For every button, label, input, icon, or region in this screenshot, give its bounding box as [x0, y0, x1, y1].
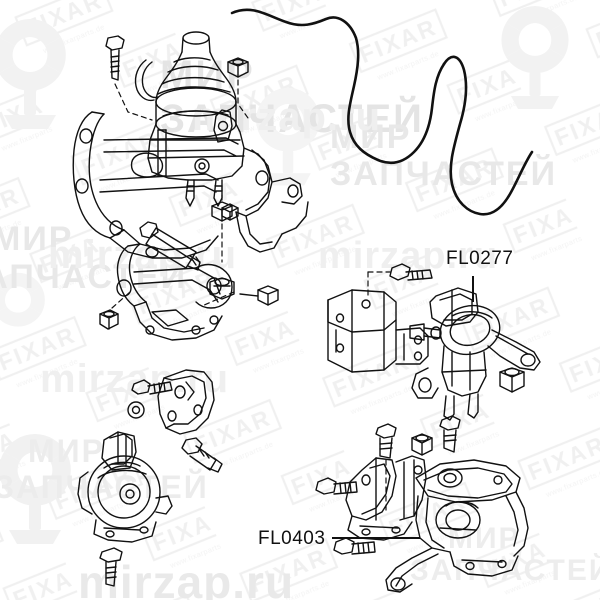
leader-line-fl0403 [332, 537, 420, 539]
part-label-fl0403: FL0403 [258, 528, 326, 549]
leader-line-fl0277 [472, 276, 474, 302]
part-label-fl0277: FL0277 [446, 248, 514, 269]
